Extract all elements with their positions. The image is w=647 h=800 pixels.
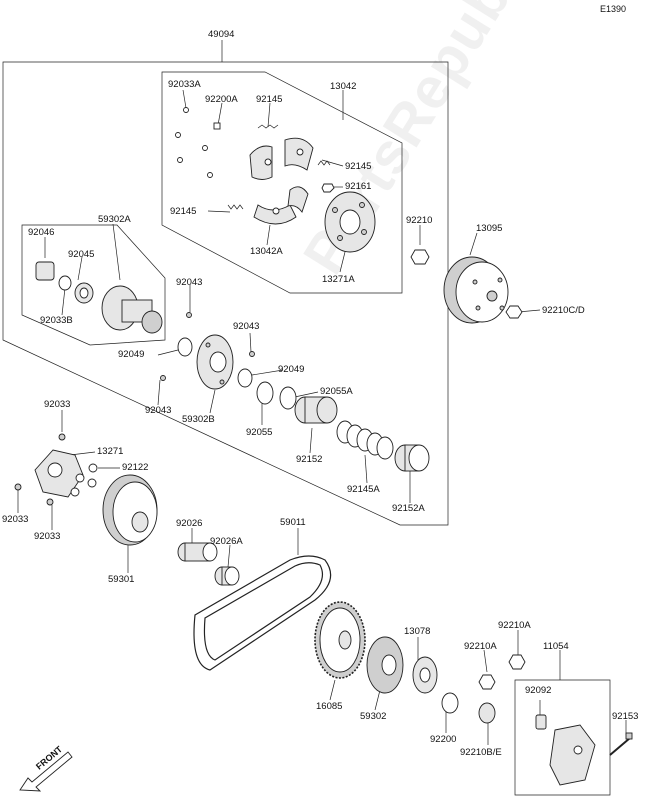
label-92145-right[interactable]: 92145 <box>345 161 372 172</box>
holder-11054 <box>535 714 596 786</box>
label-59302B[interactable]: 59302B <box>182 414 215 425</box>
slider-92033-b <box>14 483 22 491</box>
collar-92026A <box>214 566 240 586</box>
label-16085[interactable]: 16085 <box>316 701 343 712</box>
label-11054[interactable]: 11054 <box>543 641 569 652</box>
label-92145-top[interactable]: 92145 <box>256 94 283 105</box>
label-92033-bottom[interactable]: 92033 <box>34 531 61 542</box>
nut-92210A-2 <box>508 654 526 670</box>
label-59011[interactable]: 59011 <box>280 517 306 528</box>
o-ring-92055A <box>279 386 297 410</box>
label-59302[interactable]: 59302 <box>360 711 387 722</box>
label-92049-right[interactable]: 92049 <box>278 364 305 375</box>
assembly-outline-59302A <box>21 224 166 346</box>
sheave-59302B <box>196 334 234 390</box>
label-92033A[interactable]: 92033A <box>168 79 201 90</box>
collar-92152 <box>294 396 338 424</box>
label-92033-left[interactable]: 92033 <box>2 514 29 525</box>
label-13095[interactable]: 13095 <box>476 223 503 234</box>
label-92026[interactable]: 92026 <box>176 518 203 529</box>
label-92033-top[interactable]: 92033 <box>44 399 71 410</box>
label-92092[interactable]: 92092 <box>525 685 552 696</box>
label-92210[interactable]: 92210 <box>406 215 433 226</box>
label-92200A[interactable]: 92200A <box>205 94 238 105</box>
seal-92049-b <box>237 368 253 388</box>
diagram-code: E1390 <box>600 4 627 14</box>
label-92122[interactable]: 92122 <box>122 462 149 473</box>
pulley-59301 <box>102 474 158 546</box>
label-59301[interactable]: 59301 <box>108 574 135 585</box>
clutch-shoes-13042 <box>249 137 314 225</box>
label-92210CD[interactable]: 92210C/D <box>542 305 585 316</box>
pin-92043-a <box>186 312 192 318</box>
label-92210BE[interactable]: 92210B/E <box>460 747 502 758</box>
slider-92033-a <box>58 433 66 441</box>
nut-92210A-1 <box>478 674 496 690</box>
label-92152A[interactable]: 92152A <box>392 503 425 514</box>
o-ring-92055 <box>256 381 274 405</box>
label-92145A[interactable]: 92145A <box>347 484 380 495</box>
label-92043-bottom[interactable]: 92043 <box>145 405 172 416</box>
label-13271A[interactable]: 13271A <box>322 274 355 285</box>
clutch-housing-13095 <box>443 256 509 324</box>
assembly-outline-49094 <box>2 61 449 526</box>
label-92210A-right[interactable]: 92210A <box>498 620 531 631</box>
label-92046[interactable]: 92046 <box>28 227 55 238</box>
label-92055A[interactable]: 92055A <box>320 386 353 397</box>
springs-92145A <box>336 420 394 460</box>
nut-92210 <box>410 249 430 265</box>
weights-92122 <box>70 463 98 497</box>
label-13078[interactable]: 13078 <box>404 626 431 637</box>
assembly-outline-13042 <box>161 71 403 294</box>
label-59302A[interactable]: 59302A <box>98 214 131 225</box>
label-92210A-left[interactable]: 92210A <box>464 641 497 652</box>
nut-92210BE <box>478 702 496 724</box>
fan-59302 <box>366 636 404 694</box>
clutch-plate-13271A <box>324 191 376 253</box>
label-92055[interactable]: 92055 <box>246 427 273 438</box>
nut-92210CD <box>505 305 523 319</box>
pin-92043-c <box>160 375 166 381</box>
label-92043-top[interactable]: 92043 <box>176 277 203 288</box>
label-13042A[interactable]: 13042A <box>250 246 283 257</box>
cover-13078 <box>412 656 438 694</box>
label-92145-left[interactable]: 92145 <box>170 206 197 217</box>
assembly-outline-11054 <box>514 679 611 796</box>
bolt-92153 <box>609 732 633 756</box>
label-92033B[interactable]: 92033B <box>40 315 73 326</box>
seal-92049-a <box>177 337 193 357</box>
clutch-springs <box>227 124 331 210</box>
label-92200[interactable]: 92200 <box>430 734 457 745</box>
pin-92043-b <box>249 351 255 357</box>
slider-92033-c <box>46 498 54 506</box>
label-92045[interactable]: 92045 <box>68 249 95 260</box>
label-92153[interactable]: 92153 <box>612 711 639 722</box>
washer-92200 <box>441 692 459 714</box>
gear-16085 <box>314 601 366 679</box>
movable-sheave-59302A <box>35 261 163 334</box>
label-92161[interactable]: 92161 <box>345 181 372 192</box>
label-13271[interactable]: 13271 <box>97 446 124 457</box>
belt-59011 <box>193 555 332 671</box>
collar-92026 <box>177 542 218 562</box>
label-92026A[interactable]: 92026A <box>210 536 243 547</box>
label-92152[interactable]: 92152 <box>296 454 323 465</box>
label-49094[interactable]: 49094 <box>208 29 235 40</box>
label-13042[interactable]: 13042 <box>330 81 357 92</box>
clutch-small-parts <box>175 107 335 193</box>
label-92043-mid[interactable]: 92043 <box>233 321 260 332</box>
front-arrow-icon <box>19 751 73 792</box>
collar-92152A <box>394 444 430 472</box>
label-92049-left[interactable]: 92049 <box>118 349 145 360</box>
